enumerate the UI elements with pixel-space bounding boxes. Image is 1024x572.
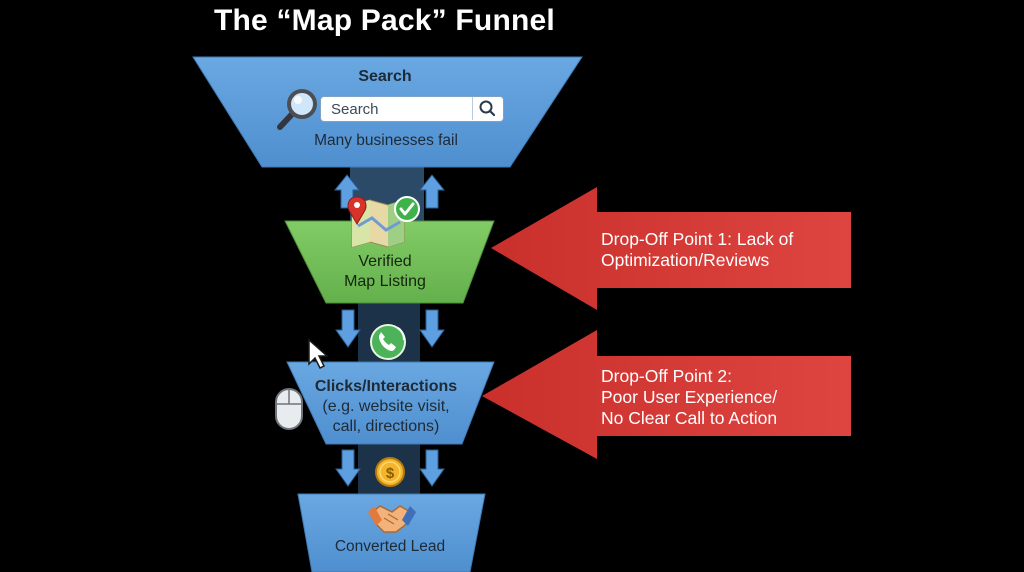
stage-label-line: Verified [358, 253, 412, 270]
stage-label-line: Map Listing [344, 273, 426, 290]
page-title: The “Map Pack” Funnel [214, 4, 555, 37]
drop-off-callout-2 [482, 330, 851, 459]
stage-label-clicks: Clicks/Interactions (e.g. website visit,… [286, 377, 486, 437]
search-icon [472, 97, 503, 120]
drop-off-line: Optimization/Reviews [601, 250, 770, 270]
phone-icon [370, 324, 406, 360]
stage-label-verified-listing: Verified Map Listing [300, 252, 470, 292]
stage-label-line: Clicks/Interactions [314, 378, 458, 395]
drop-off-line: Drop-Off Point 1: Lack of [601, 229, 794, 249]
down-arrow-icon [419, 309, 445, 348]
svg-text:$: $ [386, 465, 395, 482]
funnel-stage-converted-lead [297, 493, 486, 572]
map-pin-icon [347, 196, 367, 225]
stage-label-search: Search [358, 68, 412, 85]
stage-label-line: call, directions) [332, 418, 440, 435]
checkmark-icon [394, 196, 420, 222]
drop-off-line: Poor User Experience/ [601, 387, 778, 407]
drop-off-line: No Clear Call to Action [601, 408, 778, 428]
mouse-icon [275, 388, 303, 430]
stage-note-search: Many businesses fail [314, 132, 458, 149]
drop-off-callout-1 [491, 187, 851, 310]
coin-icon: $ [375, 457, 405, 487]
magnifier-icon [277, 89, 317, 130]
down-arrow-icon [419, 449, 445, 487]
drop-off-line: Drop-Off Point 2: [601, 366, 732, 386]
down-arrow-icon [335, 449, 361, 487]
search-input: Search [320, 96, 504, 122]
search-placeholder: Search [331, 101, 379, 118]
stage-label-line: (e.g. website visit, [322, 398, 450, 415]
stage-label-converted-lead: Converted Lead [334, 538, 446, 555]
drop-off-text-2: Drop-Off Point 2: Poor User Experience/ … [601, 366, 777, 429]
funnel-stage-clicks [286, 361, 495, 445]
handshake-icon [368, 505, 416, 533]
drop-off-text-1: Drop-Off Point 1: Lack of Optimization/R… [601, 229, 793, 271]
up-arrow-icon [418, 174, 446, 209]
funnel-stage-verified-listing [284, 220, 495, 304]
cursor-icon [308, 338, 329, 370]
down-arrow-icon [335, 309, 361, 348]
